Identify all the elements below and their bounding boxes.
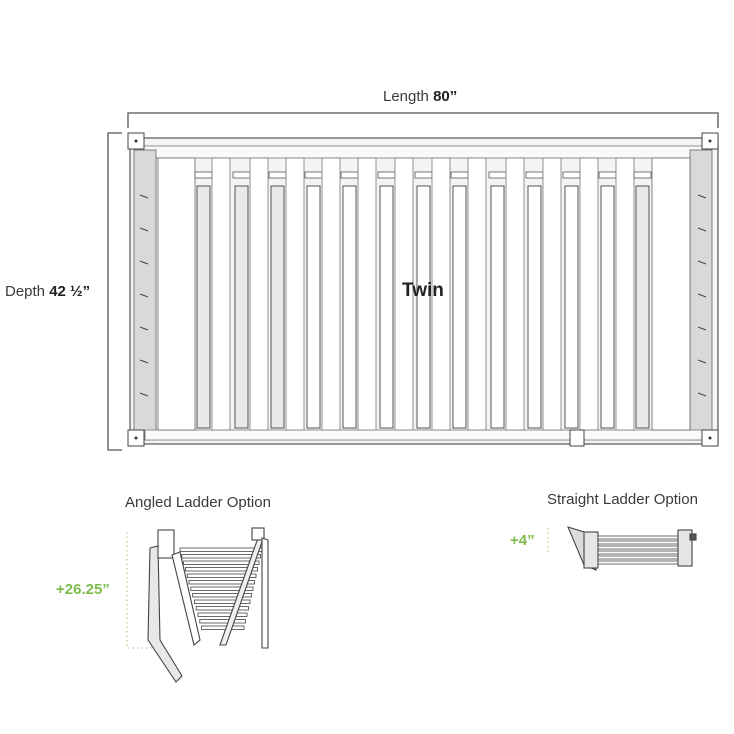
ladder-rung (195, 606, 249, 611)
ladder-rung (188, 580, 255, 585)
rail-tick (139, 194, 149, 199)
length-label: Length (383, 88, 429, 105)
angled-ladder-height: +26.25” (56, 581, 110, 598)
slat-gap (635, 185, 650, 429)
rail-tick (697, 326, 707, 331)
ladder-rung (186, 573, 257, 578)
length-value: 80” (433, 88, 458, 105)
slat-gap (196, 185, 211, 429)
slat-gap-rail (232, 171, 251, 179)
bed-slat (542, 157, 562, 431)
bed-frame (127, 132, 719, 447)
ladder-rung (190, 586, 254, 591)
slat-gap-rail (304, 171, 323, 179)
rail-tick (139, 359, 149, 364)
rail-tick (697, 227, 707, 232)
slat-gap-rail (340, 171, 359, 179)
slat-gap-rail (268, 171, 287, 179)
slat-gap (600, 185, 615, 429)
slat-gap-rail (194, 171, 213, 179)
slat-gap (342, 185, 357, 429)
ladder-rung (597, 555, 679, 560)
slat-gap-rail (562, 171, 581, 179)
rail-tick (697, 194, 707, 199)
ladder-rung (199, 619, 246, 624)
ladder-rung (184, 567, 258, 572)
slat-gap (527, 185, 542, 429)
bed-slat (285, 157, 305, 431)
depth-dimension-line (107, 132, 122, 451)
slat-gap (416, 185, 431, 429)
rail-tick (139, 392, 149, 397)
slat-gap (234, 185, 249, 429)
ladder-rung (179, 547, 263, 552)
ladder-rung (597, 550, 679, 555)
slat-gap (452, 185, 467, 429)
bed-slat (157, 157, 196, 431)
rail-tick (139, 260, 149, 265)
depth-value: 42 ½” (49, 283, 91, 300)
ladder-rung (192, 593, 252, 598)
bed-slat (651, 157, 691, 431)
straight-ladder-title: Straight Ladder Option (547, 491, 698, 508)
bed-slat (211, 157, 231, 431)
angled-ladder-illustration (126, 527, 269, 683)
slat-gap-rail (598, 171, 617, 179)
depth-dimension-label: Depth 42 ½” (5, 283, 90, 300)
rail-tick (139, 326, 149, 331)
bed-slat (505, 157, 525, 431)
bed-slat (579, 157, 599, 431)
bed-slat (467, 157, 487, 431)
bed-size-label: Twin (402, 280, 444, 301)
length-dimension-line (127, 112, 719, 128)
slat-gap (379, 185, 394, 429)
slat-gap-rail (525, 171, 544, 179)
straight-ladder-height: +4” (510, 532, 535, 549)
ladder-rung (183, 560, 260, 565)
bed-slat (249, 157, 269, 431)
rail-tick (139, 227, 149, 232)
ladder-rung (597, 540, 679, 545)
ladder-rung (193, 599, 251, 604)
length-dimension-label: Length 80” (383, 88, 457, 105)
ladder-rung (197, 612, 248, 617)
ladder-rung (201, 625, 245, 630)
ladder-rung (181, 554, 261, 559)
slat-gap-rail (450, 171, 469, 179)
depth-label: Depth (5, 283, 46, 300)
slat-gap (490, 185, 505, 429)
slat-gap-rail (488, 171, 507, 179)
rail-tick (697, 392, 707, 397)
slat-gap (564, 185, 579, 429)
slat-gap-rail (633, 171, 652, 179)
rail-tick (697, 260, 707, 265)
ladder-rung (597, 560, 679, 565)
bed-slat (431, 157, 451, 431)
ladder-rung (597, 545, 679, 550)
bed-slat (357, 157, 377, 431)
ladder-rung (597, 535, 679, 540)
straight-ladder-illustration (547, 526, 697, 571)
slat-gap-rail (414, 171, 433, 179)
rail-tick (697, 293, 707, 298)
rail-tick (139, 293, 149, 298)
slat-gap (306, 185, 321, 429)
slat-gap-rail (377, 171, 396, 179)
rail-tick (697, 359, 707, 364)
bed-slat (615, 157, 635, 431)
angled-ladder-title: Angled Ladder Option (125, 494, 271, 511)
bed-slat (394, 157, 414, 431)
bed-slat (321, 157, 341, 431)
slat-gap (270, 185, 285, 429)
